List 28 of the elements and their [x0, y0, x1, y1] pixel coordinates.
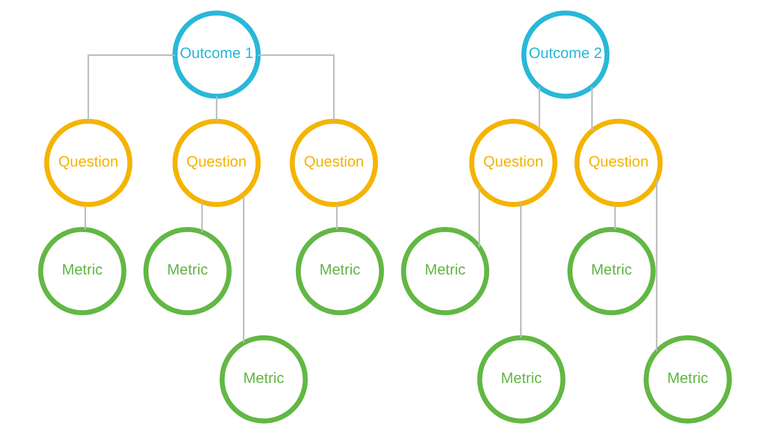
node-circle: Question	[172, 118, 261, 206]
connector	[478, 186, 480, 247]
connector	[88, 54, 175, 121]
node-circle: Outcome 1	[172, 10, 261, 98]
connector	[216, 96, 218, 121]
node-circle: Metric	[644, 334, 732, 423]
connector	[336, 204, 338, 230]
connector	[538, 86, 540, 130]
connector	[614, 204, 616, 230]
node-circle: Metric	[401, 226, 490, 315]
node-circle: Question	[44, 118, 132, 206]
node-circle: Metric	[38, 226, 126, 315]
node-circle: Question	[290, 118, 378, 206]
node-circle: Question	[574, 118, 663, 206]
connector	[520, 203, 522, 337]
connector	[258, 54, 335, 121]
node-circle: Metric	[143, 226, 232, 315]
connector	[201, 201, 203, 232]
node-circle: Metric	[220, 334, 308, 423]
connector	[591, 86, 593, 130]
node-circle: Metric	[567, 226, 656, 315]
node-circle: Outcome 2	[521, 10, 610, 98]
node-circle: Metric	[477, 334, 566, 423]
node-circle: Question	[469, 118, 558, 206]
connector	[656, 179, 658, 351]
connector	[84, 204, 86, 230]
connector	[242, 194, 244, 342]
node-circle: Metric	[296, 226, 384, 315]
